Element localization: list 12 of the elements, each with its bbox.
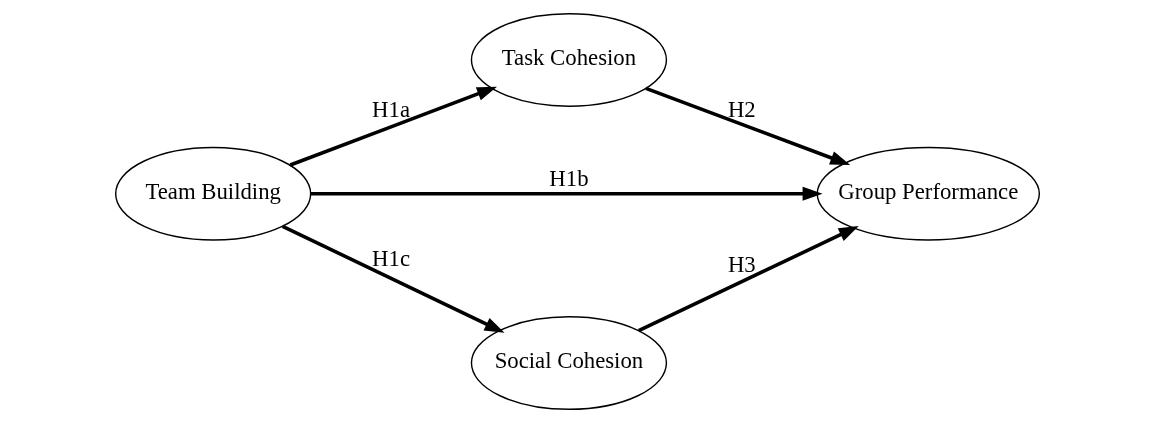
edge-label: H1c bbox=[372, 246, 411, 271]
edge-label: H1a bbox=[372, 96, 411, 122]
arrow bbox=[310, 186, 823, 201]
node-ellipse: Task Cohesion bbox=[470, 13, 668, 107]
edge-label: H2 bbox=[727, 96, 756, 122]
edge-label: H1b bbox=[549, 166, 589, 192]
edge-label: H3 bbox=[727, 251, 756, 277]
arrow bbox=[281, 224, 505, 333]
arrow bbox=[637, 226, 859, 333]
arrow bbox=[289, 86, 497, 167]
arrow bbox=[645, 86, 851, 165]
node-ellipse: Team Building bbox=[115, 146, 312, 241]
